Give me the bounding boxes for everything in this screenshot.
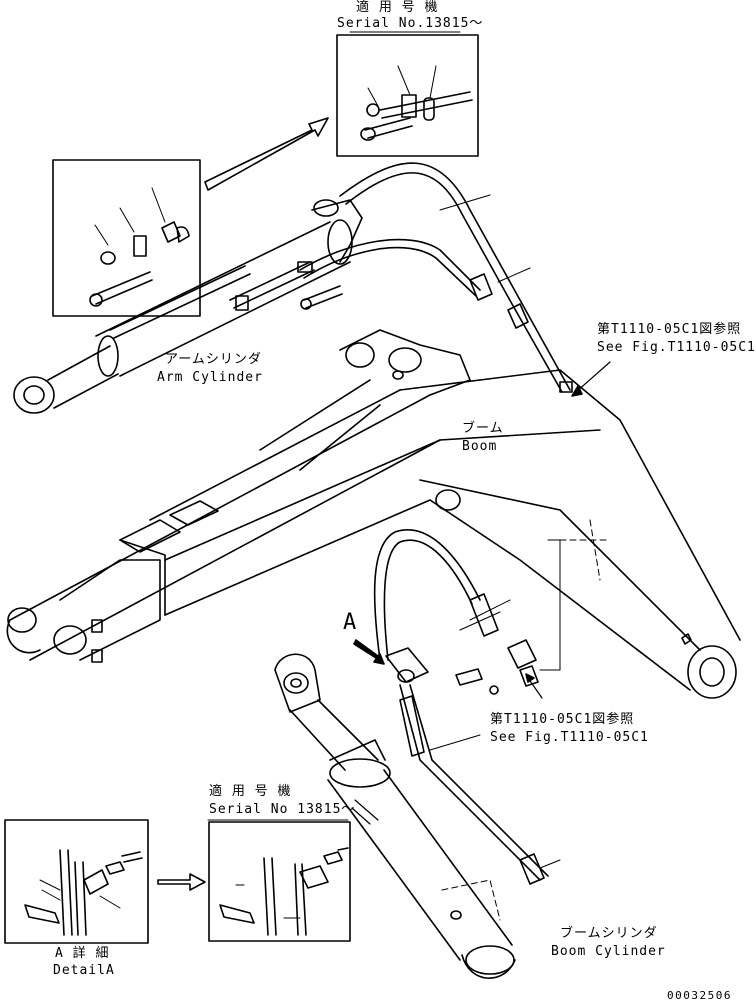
boom-en-label: Boom	[462, 439, 498, 454]
arm-cylinder	[13, 199, 363, 414]
arm-cylinder-en-label: Arm Cylinder	[157, 370, 263, 385]
top-serial-label: Serial No.13815～	[337, 16, 484, 31]
bottom-serial-inset	[207, 819, 351, 942]
boom-cylinder	[274, 653, 516, 979]
boom-cylinder-en-label: Boom Cylinder	[551, 944, 666, 959]
detail-a-box	[4, 819, 149, 944]
upper-hoses	[299, 162, 571, 393]
bottom-serial-label: Serial No 13815～	[209, 802, 356, 817]
arm	[6, 329, 471, 663]
boom-cylinder-hoses	[373, 529, 561, 885]
ref-lower-en-label: See Fig.T1110-05C1	[490, 730, 649, 745]
arrow-detail-to-serial	[157, 873, 206, 891]
detail-a-jp-label: A 詳 細	[55, 946, 110, 961]
drawing-number: 00032506	[667, 989, 732, 1002]
arrow-ref-lower	[525, 673, 543, 699]
top-serial-inset	[336, 31, 479, 157]
detail-a-en-label: DetailA	[53, 963, 115, 978]
boom-jp-label: ブーム	[462, 421, 504, 436]
arrow-ref-upper	[571, 361, 611, 397]
arm-cylinder-clamp-inset	[52, 159, 201, 317]
bottom-applicable-label: 適 用 号 機	[209, 784, 292, 799]
boom-cylinder-jp-label: ブームシリンダ	[560, 926, 658, 941]
top-applicable-label: 適 用 号 機	[356, 0, 439, 15]
arrow-to-top-inset	[204, 117, 329, 191]
ref-lower-jp-label: 第T1110-05C1図参照	[490, 712, 635, 727]
callout-a-label: A	[343, 610, 358, 635]
arrow-a	[353, 639, 385, 665]
ref-upper-en-label: See Fig.T1110-05C1	[597, 340, 756, 355]
arm-cylinder-jp-label: アームシリンダ	[165, 352, 262, 367]
boom	[399, 369, 741, 699]
ref-upper-jp-label: 第T1110-05C1図参照	[597, 322, 742, 337]
